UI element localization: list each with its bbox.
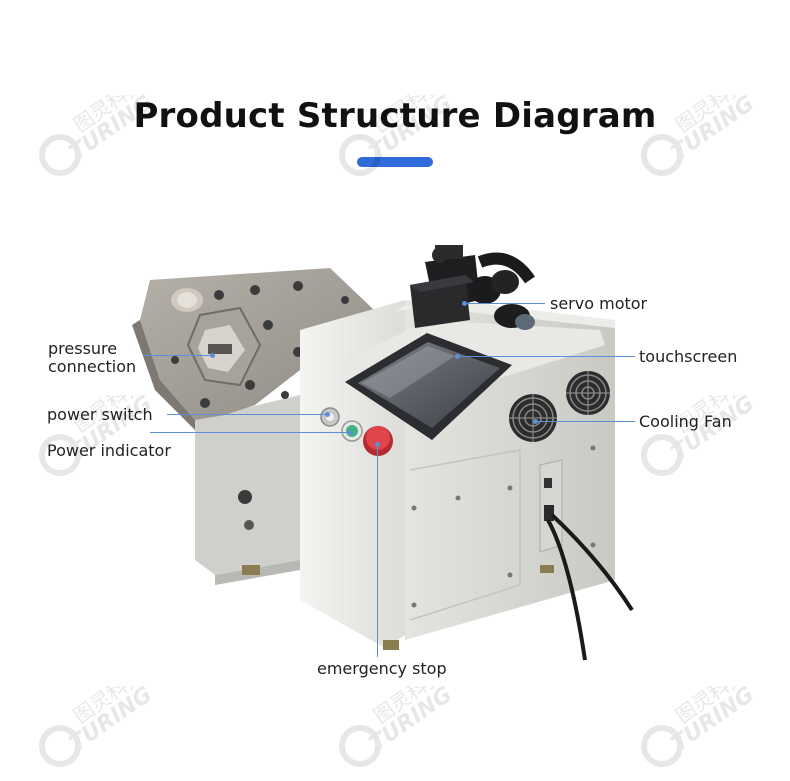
watermark-logo: 图灵科技 TURING xyxy=(338,663,468,776)
leader-emergency-stop-dot xyxy=(375,442,380,447)
watermark-logo-icon: 图灵科技 TURING xyxy=(641,372,759,476)
rear-connector-panel xyxy=(539,459,634,661)
crimping-head xyxy=(132,268,398,430)
leader-power-switch xyxy=(167,414,327,415)
touchscreen-panel xyxy=(345,333,512,440)
label-power-switch: power switch xyxy=(47,405,153,424)
label-servo-motor: servo motor xyxy=(550,294,648,313)
label-touchscreen: touchscreen xyxy=(639,347,738,366)
leader-emergency-stop xyxy=(377,445,378,657)
leader-pressure-connection xyxy=(143,355,213,356)
watermark-logo: 图灵科技 TURING xyxy=(640,372,770,485)
leader-cooling-fan xyxy=(536,421,635,422)
watermark-logo: 图灵科技 TURING xyxy=(38,663,168,776)
leader-servo-motor xyxy=(465,303,545,304)
label-pressure-connection: pressure connection xyxy=(48,340,136,376)
watermark-logo-icon: 图灵科技 TURING xyxy=(339,663,457,767)
leader-touchscreen-dot xyxy=(455,354,460,359)
leader-power-indicator-dot xyxy=(348,430,353,435)
label-power-indicator: Power indicator xyxy=(47,441,171,460)
fan-left xyxy=(509,394,557,442)
title-underline-bar xyxy=(357,157,433,167)
leader-cooling-fan-dot xyxy=(533,419,538,424)
leader-power-indicator xyxy=(150,432,350,433)
watermark-logo-icon: 图灵科技 TURING xyxy=(39,72,157,176)
watermark-logo-icon: 图灵科技 TURING xyxy=(39,663,157,767)
left-column xyxy=(195,395,300,585)
label-cooling-fan: Cooling Fan xyxy=(639,412,732,431)
label-emergency-stop: emergency stop xyxy=(317,659,447,678)
leader-pressure-connection-dot xyxy=(210,353,215,358)
fan-right xyxy=(566,371,610,415)
label-pressure-connection-line1: pressure xyxy=(48,339,118,358)
label-pressure-connection-line2: connection xyxy=(48,357,137,376)
leader-touchscreen xyxy=(458,356,635,357)
leader-power-switch-dot xyxy=(325,412,330,417)
leader-servo-motor-dot xyxy=(462,301,467,306)
page-title: Product Structure Diagram xyxy=(133,96,657,136)
watermark-logo: 图灵科技 TURING xyxy=(38,72,168,185)
cooling-fans xyxy=(509,371,610,442)
servo-motor-unit xyxy=(410,245,535,330)
